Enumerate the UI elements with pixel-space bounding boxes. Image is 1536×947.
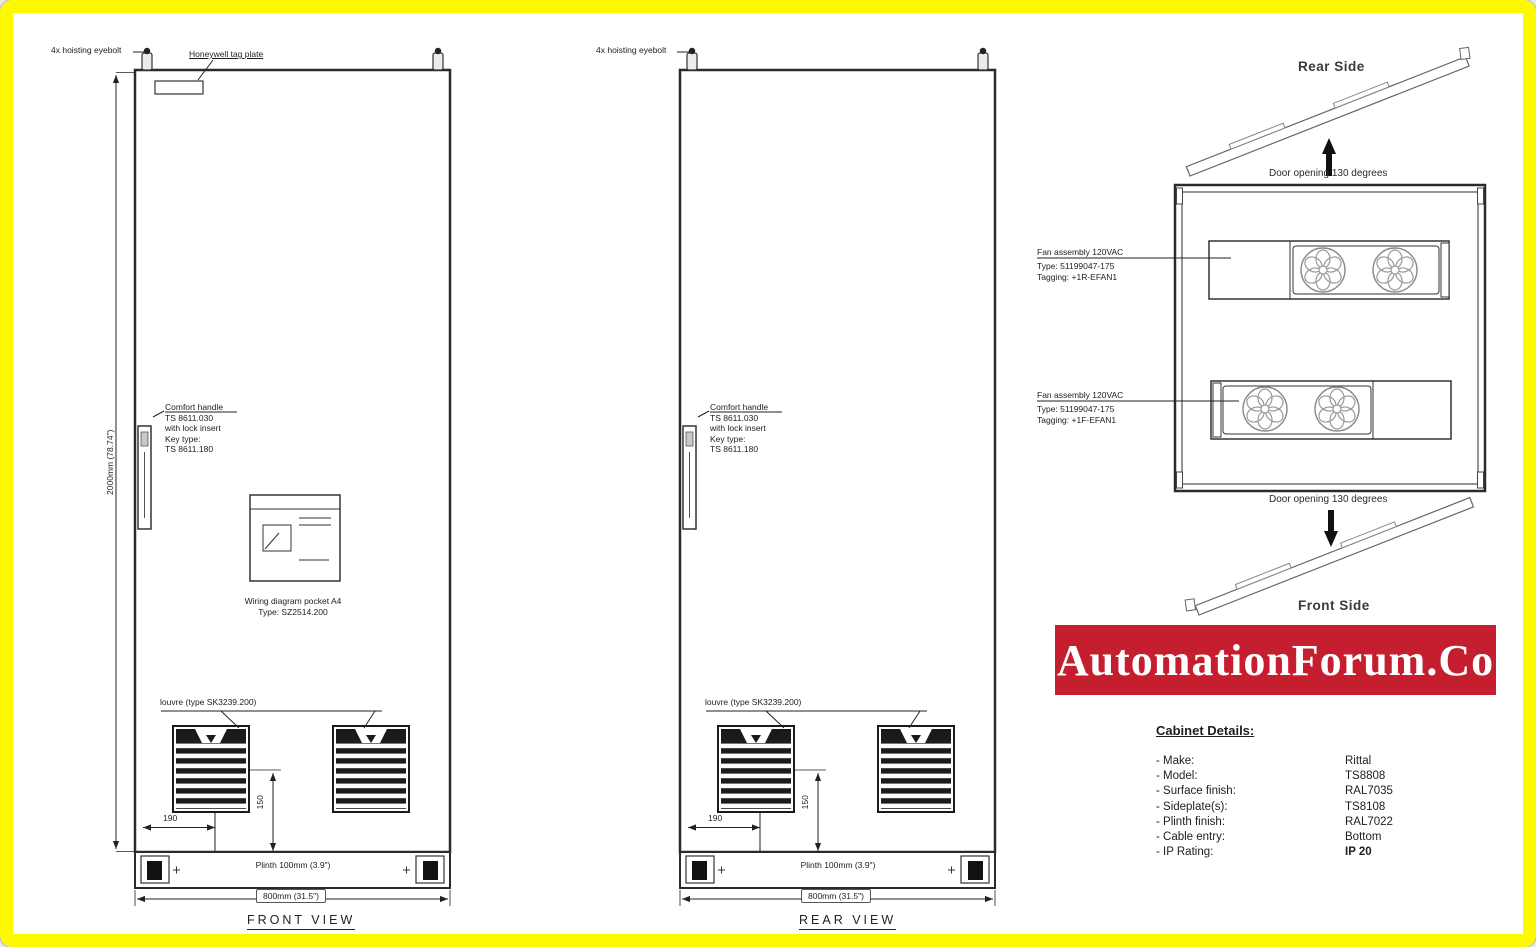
front-louvre-note: louvre (type SK3239.200) — [160, 697, 257, 707]
front-dim-150: 150 — [254, 795, 265, 810]
rear-width-dimension: 800mm (31.5") — [801, 889, 871, 903]
rear-plinth-label: Plinth 100mm (3.9") — [800, 860, 876, 870]
front-dim-190: 190 — [163, 813, 178, 823]
detail-row-sideplates: - Sideplate(s): TS8108 — [1156, 800, 1386, 813]
cabinet-details-rows: - Make: Rittal - Model: TS8808 - Surface… — [1156, 755, 1466, 861]
detail-row-model: - Model: TS8808 — [1156, 770, 1386, 783]
detail-row-plinth-finish: - Plinth finish: RAL7022 — [1156, 815, 1393, 828]
cabinet-details-title: Cabinet Details: — [1156, 723, 1255, 738]
detail-row-ip-rating: - IP Rating: IP 20 — [1156, 846, 1372, 859]
front-width-dimension: 800mm (31.5") — [256, 889, 326, 903]
top-view-drawing — [1037, 46, 1487, 616]
door-opening-top-label: Door opening 130 degrees — [1269, 168, 1388, 179]
automationforum-banner: AutomationForum.Co — [1055, 625, 1496, 695]
rear-hoisting-eyebolt-label: 4x hoisting eyebolt — [596, 45, 667, 55]
detail-row-cable-entry: - Cable entry: Bottom — [1156, 830, 1382, 843]
front-comfort-handle-note: Comfort handle TS 8611.030 with lock ins… — [165, 402, 224, 454]
fan2-title: Fan assembly 120VAC — [1037, 390, 1124, 400]
front-view-title: FRONT VIEW — [247, 913, 356, 930]
fan1-details: Type: 51199047-175 Tagging: +1R-EFAN1 — [1037, 261, 1118, 282]
front-plinth-label: Plinth 100mm (3.9") — [255, 860, 331, 870]
rear-dim-150: 150 — [799, 795, 810, 810]
door-opening-bottom-label: Door opening 130 degrees — [1269, 494, 1388, 505]
front-height-dimension: 2000mm (78.74") — [104, 429, 115, 495]
fan2-details: Type: 51199047-175 Tagging: +1F-EFAN1 — [1037, 404, 1117, 425]
cabinet-details-panel: Cabinet Details: - Make: Rittal - Model:… — [1156, 723, 1466, 861]
front-view-drawing — [112, 48, 450, 906]
detail-row-surface-finish: - Surface finish: RAL7035 — [1156, 785, 1393, 798]
detail-row-make: - Make: Rittal — [1156, 755, 1372, 767]
front-side-label: Front Side — [1298, 598, 1370, 613]
rear-louvre-note: louvre (type SK3239.200) — [705, 697, 802, 707]
rear-view-title: REAR VIEW — [799, 913, 897, 930]
front-wiring-pocket-note: Wiring diagram pocket A4 Type: SZ2514.20… — [244, 596, 342, 617]
rear-dim-190: 190 — [708, 813, 723, 823]
fan1-title: Fan assembly 120VAC — [1037, 247, 1124, 257]
rear-view-drawing — [677, 48, 995, 906]
rear-comfort-handle-note: Comfort handle TS 8611.030 with lock ins… — [710, 402, 769, 454]
front-hoisting-eyebolt-label: 4x hoisting eyebolt — [51, 45, 122, 55]
rear-side-label: Rear Side — [1298, 59, 1365, 74]
cabinet-drawing — [112, 13, 1487, 947]
banner-text: AutomationForum.Co — [1056, 635, 1495, 685]
front-tag-plate-label: Honeywell tag plate — [189, 49, 264, 59]
